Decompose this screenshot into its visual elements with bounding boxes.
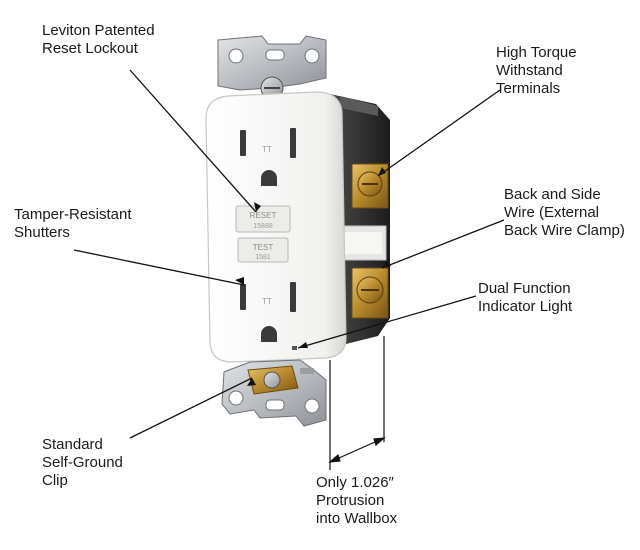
reset-button-label: RESET [250,211,277,220]
leader-arrowheads [235,167,391,386]
svg-text:TT: TT [262,297,272,306]
lower-outlet: TT [240,282,296,342]
reset-button[interactable]: RESET 15888 [235,205,291,233]
label-protrusion: Only 1.026″ Protrusion into Wallbox [316,474,398,527]
label-self-ground-clip: Standard Self-Ground Clip [42,436,123,489]
label-indicator-light: Dual Function Indicator Light [478,280,573,315]
leader-lines [73,69,505,439]
dimension-lines [328,336,386,470]
label-high-torque: High Torque Withstand Terminals [496,44,577,97]
svg-text:TT: TT [262,145,272,154]
test-button-label: TEST [253,243,274,252]
label-reset-lockout: Leviton Patented Reset Lockout [42,22,155,57]
receptacle-face: TT RESET 15888 TEST 1581 TT [205,91,347,363]
terminal-screw-lower [351,267,389,319]
upper-outlet: TT [240,128,296,186]
indicator-light [292,346,297,350]
label-tamper-resistant: Tamper-Resistant Shutters [14,206,132,241]
mounting-strap-bottom [221,359,327,427]
mounting-strap-top [217,35,327,100]
label-back-side-wire: Back and Side Wire (External Back Wire C… [504,186,625,239]
test-button[interactable]: TEST 1581 [237,237,289,263]
svg-text:15888: 15888 [253,223,273,230]
svg-text:1581: 1581 [255,254,271,261]
